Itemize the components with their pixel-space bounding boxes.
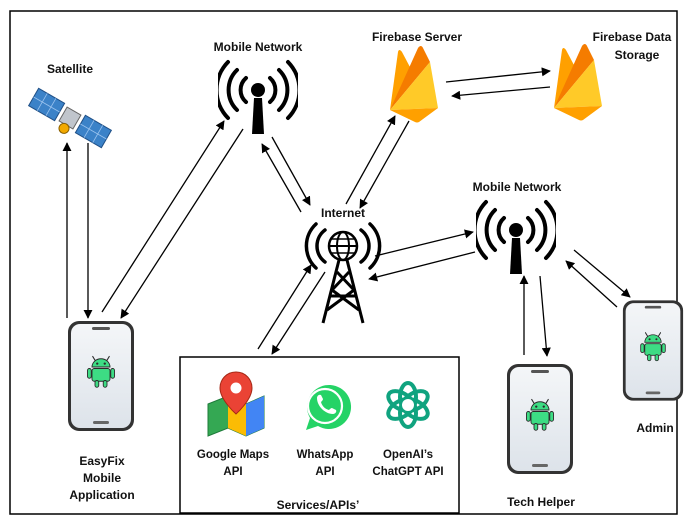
arrow-internet-to-firebase <box>345 115 396 205</box>
google-maps-icon <box>207 371 265 437</box>
firebase-icon <box>554 44 602 121</box>
arrow-internet-to-network <box>261 143 302 213</box>
arrow-admin-to-network <box>565 260 618 308</box>
openai-icon <box>386 381 430 429</box>
tech-helper-label: Tech Helper <box>507 495 575 509</box>
whatsapp-icon <box>306 384 352 430</box>
easyfix-label-1: EasyFix <box>79 454 125 468</box>
arrow-services-to-internet <box>257 264 312 350</box>
admin-phone-icon <box>623 300 683 400</box>
firebase-storage-label-1: Firebase Data <box>593 30 672 44</box>
arrow-firebase-to-internet <box>359 120 410 209</box>
diagram-frame <box>9 10 678 515</box>
satellite-icon <box>27 87 113 149</box>
arrow-app-to-network <box>101 120 225 313</box>
arrow-storage-to-server <box>451 86 551 100</box>
cell-tower-icon <box>218 60 298 136</box>
arrow-internet-to-right-network <box>374 229 474 257</box>
firebase-server-label: Firebase Server <box>372 30 462 44</box>
easyfix-label-3: Application <box>69 488 134 502</box>
openai-label-2: ChatGPT API <box>372 466 443 478</box>
admin-label: Admin <box>636 421 673 435</box>
arrow-internet-to-services <box>271 271 326 355</box>
satellite-label: Satellite <box>47 62 93 76</box>
mobile-network-top-label: Mobile Network <box>214 40 303 54</box>
internet-label: Internet <box>321 206 365 220</box>
arrow-network-to-helper <box>539 275 551 357</box>
services-box <box>179 356 460 514</box>
connection-arrows <box>62 67 631 357</box>
arrow-network-to-internet <box>271 136 311 206</box>
tech-helper-phone-icon <box>507 364 573 474</box>
arrow-right-network-to-internet <box>368 251 476 282</box>
cell-tower-icon <box>476 200 556 276</box>
arrow-network-to-admin <box>573 249 631 298</box>
arrow-server-to-storage <box>445 67 551 83</box>
internet-tower-icon <box>304 222 382 324</box>
arrow-network-to-app <box>120 128 244 319</box>
whatsapp-label-1: WhatsApp <box>297 449 354 461</box>
firebase-storage-label-2: Storage <box>615 48 660 62</box>
whatsapp-label-2: API <box>315 466 334 478</box>
mobile-network-right-label: Mobile Network <box>473 180 562 194</box>
google-maps-label-2: API <box>223 466 242 478</box>
firebase-icon <box>390 46 438 123</box>
easyfix-phone-icon <box>68 321 134 431</box>
google-maps-label-1: Google Maps <box>197 449 269 461</box>
easyfix-label-2: Mobile <box>83 471 121 485</box>
openai-label-1: OpenAI’s <box>383 449 433 461</box>
services-title: Services/APIs’ <box>277 498 360 512</box>
